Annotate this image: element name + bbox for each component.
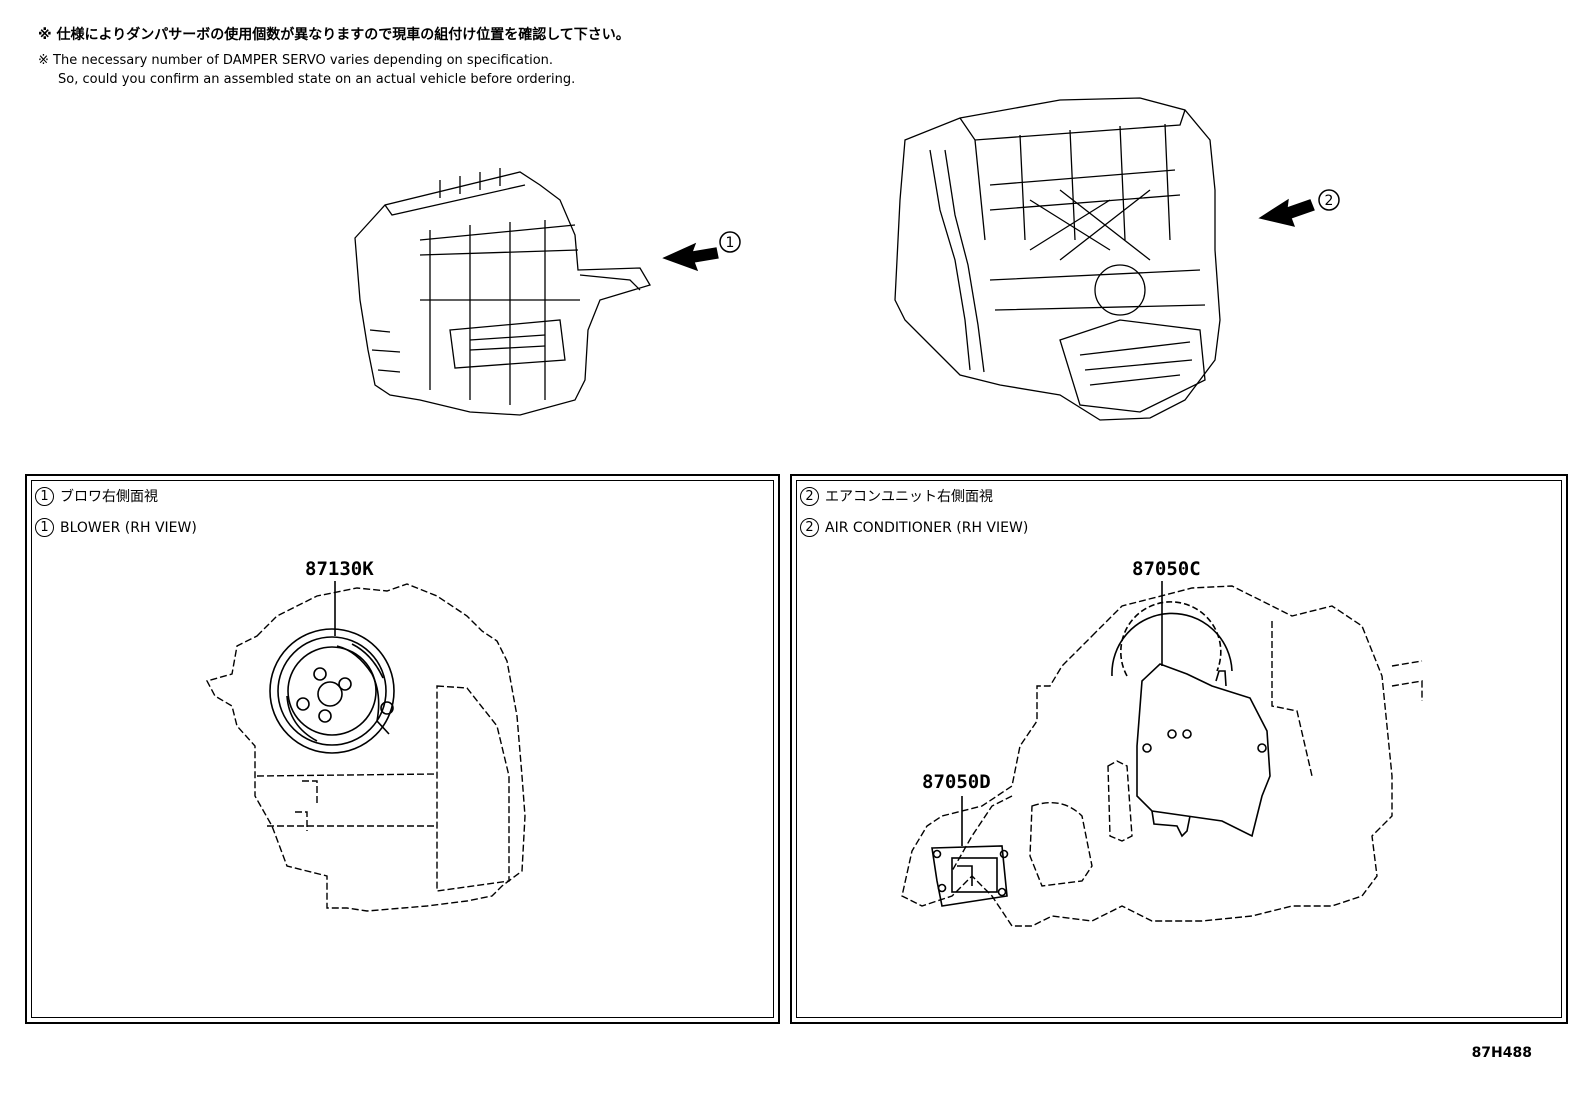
panel2-title-en-text: AIR CONDITIONER (RH VIEW) [825,519,1029,536]
assembly-overview-drawing: 1 2 [354,97,1340,421]
panel1-callout-en: 1 [35,518,54,537]
panel2-title-ja: 2 エアコンユニット右側面視 [800,486,993,506]
part-number-87130k: 87130K [305,558,374,580]
panel1-title-ja: 1 ブロワ右側面視 [35,486,158,506]
panel2-callout-en: 2 [800,518,819,537]
callout-circle-1 [719,231,741,253]
callout-1-label: 1 [726,235,735,251]
arrow-2-icon [1258,198,1315,227]
blower-rh-view-panel: 1 ブロワ右側面視 1 BLOWER (RH VIEW) 87130K [25,474,780,1024]
blower-servo-drawing [205,581,526,912]
part-number-87050d: 87050D [922,771,991,793]
panel1-title-en-text: BLOWER (RH VIEW) [60,519,197,536]
note-english-line1: ※ The necessary number of DAMPER SERVO v… [38,53,554,68]
panel2-callout-ja: 2 [800,486,819,506]
note-english-line2: So, could you confirm an assembled state… [58,72,576,87]
blower-assembly-illustration [354,168,651,416]
air-conditioner-assembly-illustration [894,97,1221,421]
panel1-callout-ja: 1 [35,486,54,506]
callout-2-label: 2 [1325,193,1334,209]
panel2-title-en: 2 AIR CONDITIONER (RH VIEW) [800,518,1028,537]
air-conditioner-servo-drawing [901,581,1423,927]
part-number-87050c: 87050C [1132,558,1201,580]
air-conditioner-rh-view-panel: 2 エアコンユニット右側面視 2 AIR CONDITIONER (RH VIE… [790,474,1568,1024]
drawing-id: 87H488 [1471,1045,1532,1061]
callout-circle-2 [1318,189,1340,211]
panel1-title-ja-text: ブロワ右側面視 [60,489,158,505]
arrow-1-icon [662,242,719,272]
panel1-title-en: 1 BLOWER (RH VIEW) [35,518,197,537]
panel2-title-ja-text: エアコンユニット右側面視 [825,489,993,505]
note-japanese: ※ 仕様によりダンパサーボの使用個数が異なりますので現車の組付け位置を確認して下… [38,27,630,43]
